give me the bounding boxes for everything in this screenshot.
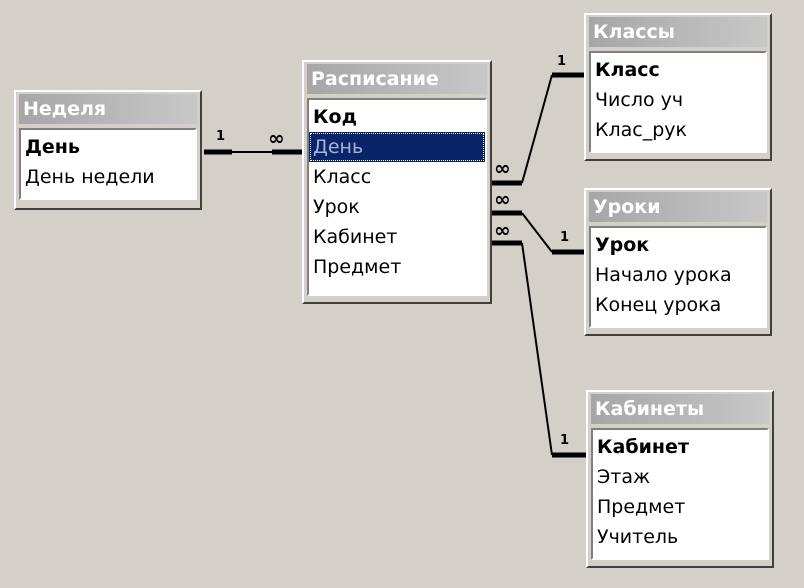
field-predmet[interactable]: Предмет	[313, 256, 402, 278]
field-den-selected[interactable]: День	[309, 132, 485, 162]
field-list: Класс Число уч Клас_рук	[589, 51, 767, 153]
table-raspisanie[interactable]: Расписание Код День Класс Урок Кабинет П…	[302, 60, 492, 304]
field-klass-key[interactable]: Класс	[595, 59, 660, 81]
field-list: Код День Класс Урок Кабинет Предмет	[307, 98, 487, 296]
field-kabinet[interactable]: Кабинет	[313, 226, 398, 248]
field-kabinet-key[interactable]: Кабинет	[597, 436, 689, 458]
table-title[interactable]: Уроки	[589, 192, 767, 222]
rel-one-label: 1	[216, 129, 226, 144]
field-den-key[interactable]: День	[25, 136, 80, 158]
field-klass[interactable]: Класс	[313, 166, 372, 188]
field-nachalo-uroka[interactable]: Начало урока	[595, 264, 732, 286]
table-uroki[interactable]: Уроки Урок Начало урока Конец урока	[584, 188, 772, 336]
table-title[interactable]: Неделя	[19, 94, 197, 124]
relationship-raspisanie-kabinety[interactable]	[492, 240, 587, 458]
rel-one-label: 1	[560, 433, 570, 448]
field-list: Кабинет Этаж Предмет Учитель	[591, 428, 769, 560]
rel-many-label: ∞	[494, 187, 511, 211]
field-klas-ruk[interactable]: Клас_рук	[595, 119, 688, 141]
rel-many-label: ∞	[268, 126, 285, 150]
field-etazh[interactable]: Этаж	[597, 466, 651, 488]
field-list: Урок Начало урока Конец урока	[589, 226, 767, 328]
relationship-raspisanie-uroki[interactable]	[492, 210, 585, 255]
rel-one-label: 1	[560, 230, 570, 245]
table-title[interactable]: Классы	[589, 17, 767, 47]
field-urok[interactable]: Урок	[313, 196, 360, 218]
rel-one-label: 1	[557, 54, 567, 69]
table-nedelya[interactable]: Неделя День День недели	[14, 90, 202, 210]
relationship-raspisanie-klassy[interactable]	[492, 72, 585, 186]
field-konets-uroka[interactable]: Конец урока	[595, 294, 722, 316]
table-title[interactable]: Кабинеты	[591, 394, 769, 424]
table-title[interactable]: Расписание	[307, 64, 487, 94]
field-den-nedeli[interactable]: День недели	[25, 166, 155, 188]
field-chislo-uch[interactable]: Число уч	[595, 89, 684, 111]
rel-many-label: ∞	[494, 218, 511, 242]
table-klassy[interactable]: Классы Класс Число уч Клас_рук	[584, 13, 772, 161]
rel-many-label: ∞	[494, 156, 511, 180]
table-kabinety[interactable]: Кабинеты Кабинет Этаж Предмет Учитель	[586, 390, 774, 568]
field-predmet[interactable]: Предмет	[597, 496, 686, 518]
field-list: День День недели	[19, 128, 197, 200]
field-kod-key[interactable]: Код	[313, 106, 357, 128]
field-uchitel[interactable]: Учитель	[597, 526, 679, 548]
field-urok-key[interactable]: Урок	[595, 234, 650, 256]
